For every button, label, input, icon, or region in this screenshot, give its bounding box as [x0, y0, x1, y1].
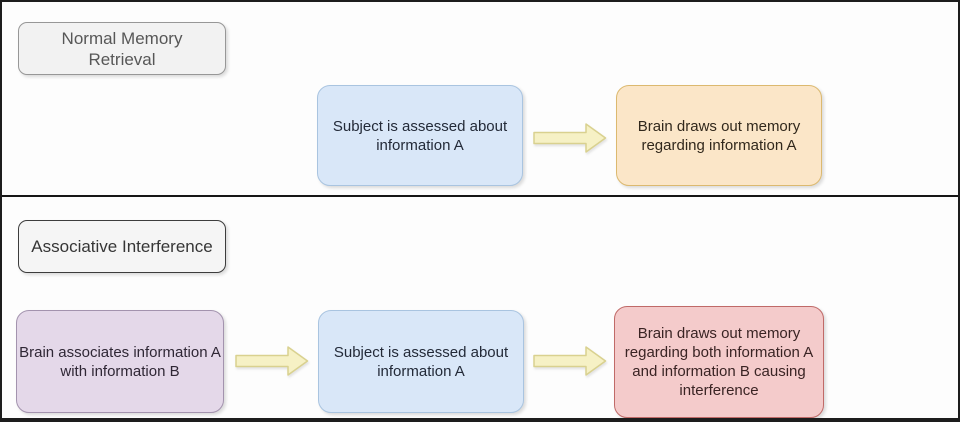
arrow-right-shape — [533, 123, 607, 153]
node-subject-assessed-about-a-top: Subject is assessed about information A — [317, 85, 523, 186]
node-brain-draws-memory-a: Brain draws out memory regarding informa… — [616, 85, 822, 186]
arrow-right-shape — [235, 346, 309, 376]
arrow-right-icon — [533, 346, 607, 376]
arrow-right-shape — [533, 346, 607, 376]
arrow-right-icon — [235, 346, 309, 376]
node-brain-draws-both-a-b-interference: Brain draws out memory regarding both in… — [614, 306, 824, 418]
node-subject-assessed-about-a-bottom: Subject is assessed about information A — [318, 310, 524, 413]
section-label-associative-interference: Associative Interference — [18, 220, 226, 273]
arrow-right-icon — [533, 123, 607, 153]
section-divider — [2, 195, 958, 197]
node-brain-associates-a-with-b: Brain associates information A with info… — [16, 310, 224, 413]
section-label-normal-memory-retrieval: Normal Memory Retrieval — [18, 22, 226, 75]
